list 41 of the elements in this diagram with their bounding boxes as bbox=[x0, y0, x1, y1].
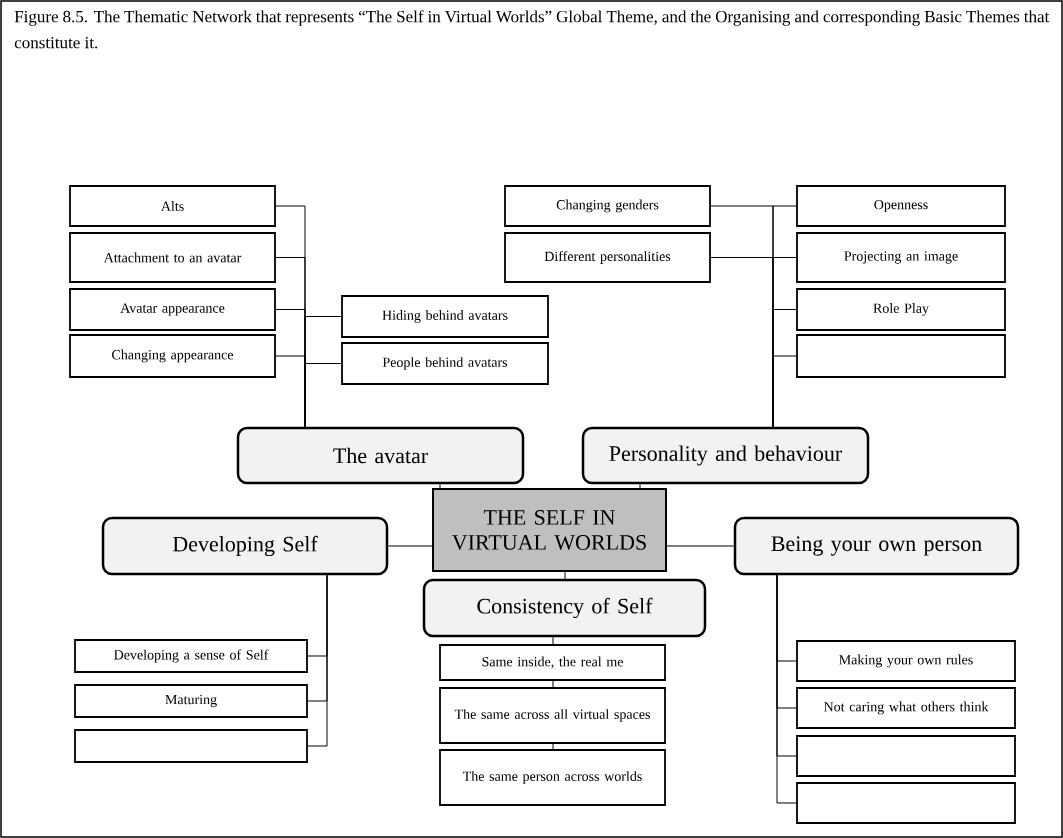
empty-theme-box bbox=[74, 729, 308, 763]
basic-theme-box: The same across all virtual spaces bbox=[439, 687, 666, 744]
connector-line bbox=[552, 743, 554, 750]
connector-line bbox=[439, 483, 441, 489]
connector-line bbox=[772, 355, 797, 428]
connector-line bbox=[564, 571, 566, 580]
basic-theme-box: Avatar appearance bbox=[69, 288, 276, 331]
figure-caption: Figure 8.5. The Thematic Network that represents “The Self in Virtual Worlds” Global Theme, and the Organising and corresponding Basic Themes that constitute it. bbox=[14, 10, 1050, 49]
organising-theme-box: The avatar bbox=[236, 426, 525, 485]
basic-theme-box: Developing a sense of Self bbox=[74, 639, 308, 673]
basic-theme-box: The same person across worlds bbox=[439, 749, 666, 806]
basic-theme-box: Hiding behind avatars bbox=[341, 295, 549, 338]
connector-line bbox=[776, 574, 797, 804]
empty-theme-box bbox=[796, 735, 1016, 777]
basic-theme-box: Changing appearance bbox=[69, 334, 276, 378]
basic-theme-box: Alts bbox=[69, 185, 276, 227]
basic-theme-box: Maturing bbox=[74, 684, 308, 718]
basic-theme-box: Different personalities bbox=[504, 232, 711, 283]
connector-line bbox=[307, 574, 328, 747]
basic-theme-box: People behind avatars bbox=[341, 342, 549, 385]
organising-theme-box: Being your own person bbox=[733, 516, 1020, 576]
basic-theme-box: Attachment to an avatar bbox=[69, 232, 276, 283]
empty-theme-box bbox=[796, 782, 1016, 824]
global-theme-box: THE SELF IN VIRTUAL WORLDS bbox=[432, 488, 667, 572]
basic-theme-box: Openness bbox=[796, 185, 1006, 227]
basic-theme-box: Changing genders bbox=[504, 185, 711, 227]
basic-theme-box: Same inside, the real me bbox=[439, 644, 666, 681]
connector-line bbox=[552, 680, 554, 688]
connector-line bbox=[387, 545, 433, 547]
basic-theme-box: Not caring what others think bbox=[796, 687, 1016, 729]
basic-theme-box: Making your own rules bbox=[796, 640, 1016, 682]
connector-line bbox=[666, 545, 735, 547]
basic-theme-box: Role Play bbox=[796, 288, 1006, 331]
organising-theme-box: Developing Self bbox=[101, 516, 389, 576]
connector-line bbox=[552, 636, 554, 645]
connector-line bbox=[639, 483, 641, 489]
empty-theme-box bbox=[796, 334, 1006, 378]
connector-line bbox=[304, 363, 342, 428]
organising-theme-box: Personality and behaviour bbox=[581, 426, 870, 485]
basic-theme-box: Projecting an image bbox=[796, 232, 1006, 283]
organising-theme-box: Consistency of Self bbox=[422, 578, 707, 638]
